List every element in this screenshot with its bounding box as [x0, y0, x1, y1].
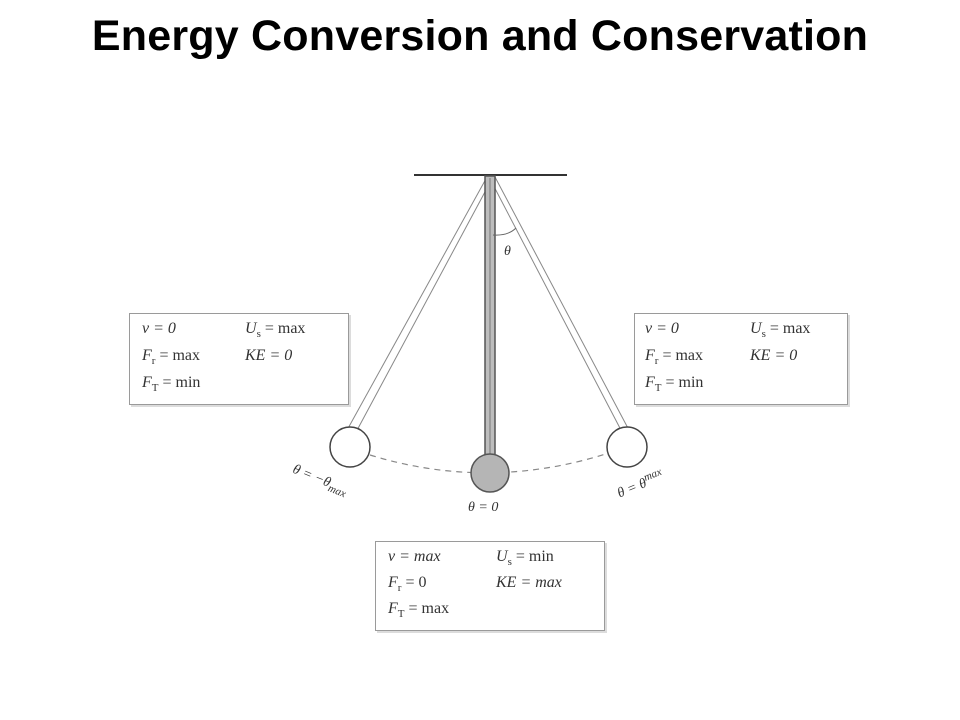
right-bob [606, 426, 648, 468]
bottom-potential: Us = min [496, 548, 554, 569]
right-info-box: v = 0 Us = max Fr = max KE = 0 FT = min [634, 313, 848, 405]
left-potential: Us = max [245, 320, 306, 341]
right-velocity: v = 0 [645, 320, 679, 337]
left-string [345, 176, 488, 433]
left-bob [329, 426, 371, 468]
center-bob [470, 453, 510, 493]
bottom-kinetic: KE = max [496, 574, 562, 591]
left-kinetic: KE = 0 [245, 347, 293, 364]
left-info-box: v = 0 Us = max Fr = max KE = 0 FT = min [129, 313, 349, 405]
right-restoring-force: Fr = max [645, 347, 704, 368]
right-potential: Us = max [750, 320, 811, 341]
left-restoring-force: Fr = max [142, 347, 201, 368]
right-kinetic: KE = 0 [750, 347, 798, 364]
bottom-tension: FT = max [388, 600, 450, 621]
bottom-velocity: v = max [388, 548, 441, 565]
bottom-restoring-force: Fr = 0 [388, 574, 427, 595]
right-string [488, 176, 623, 433]
bottom-angle-label: θ = 0 [468, 500, 499, 515]
angle-label: θ [504, 244, 511, 259]
angle-arc [492, 227, 517, 236]
left-tension: FT = min [142, 374, 201, 395]
right-tension: FT = min [645, 374, 704, 395]
slide-title: Energy Conversion and Conservation [91, 12, 869, 60]
bottom-info-box: v = max Us = min Fr = 0 KE = max FT = ma… [375, 541, 605, 631]
left-velocity: v = 0 [142, 320, 176, 337]
